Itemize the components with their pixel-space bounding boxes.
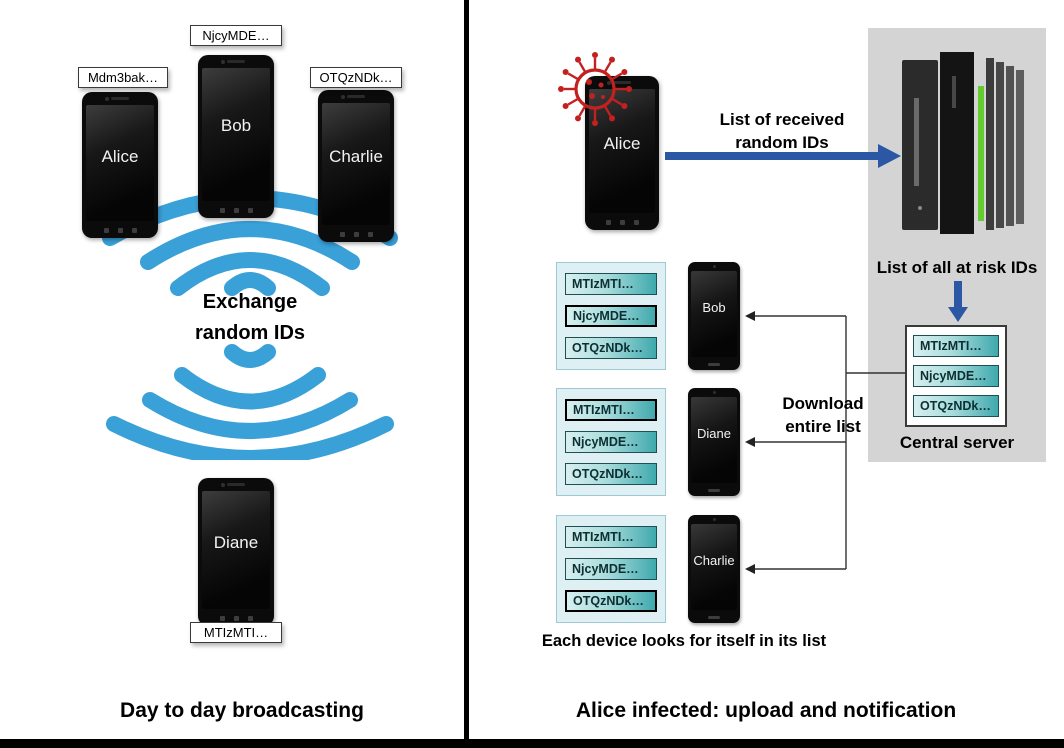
phone-bob-right: Bob	[688, 262, 740, 370]
speaker-icon	[227, 60, 245, 63]
exchange-label-line1: Exchange	[202, 291, 298, 313]
camera-icon	[220, 60, 225, 64]
phone-name-label: Diane	[213, 533, 259, 553]
speaker-icon	[613, 81, 631, 84]
id-chip: OTQzNDk…	[565, 463, 657, 485]
id-chip: NjcyMDE…	[913, 365, 999, 387]
nav-buttons-icon	[198, 616, 274, 621]
nav-buttons-icon	[318, 232, 394, 237]
id-chip: OTQzNDk…	[913, 395, 999, 417]
home-button-icon	[708, 363, 720, 366]
virus-icon	[558, 52, 632, 126]
id-chip: MTIzMTI…	[913, 335, 999, 357]
phone-screen: Charlie	[691, 524, 737, 610]
id-list-panel-bob: MTIzMTI… NjcyMDE… OTQzNDk…	[556, 262, 666, 370]
phone-screen: Bob	[202, 68, 270, 201]
camera-icon	[713, 518, 716, 521]
camera-icon	[340, 95, 345, 99]
phone-screen: Diane	[202, 491, 270, 609]
arrow-down-icon	[948, 281, 968, 322]
diane-id-label: MTIzMTI…	[190, 622, 282, 643]
upload-arrow-label: List of received random IDs	[682, 108, 882, 154]
id-chip: NjcyMDE…	[565, 431, 657, 453]
phone-name-label: Bob	[702, 300, 726, 316]
alice-id-label: Mdm3bak…	[78, 67, 168, 88]
panel-divider	[464, 0, 469, 748]
camera-icon	[713, 391, 716, 394]
download-label: Download entire list	[768, 392, 878, 438]
bob-id-label: NjcyMDE…	[190, 25, 282, 46]
nav-buttons-icon	[198, 208, 274, 213]
nav-buttons-icon	[82, 228, 158, 233]
id-chip-highlighted: NjcyMDE…	[565, 305, 657, 327]
phone-screen: Bob	[691, 271, 737, 357]
exchange-label-line2: random IDs	[194, 322, 306, 344]
bottom-border	[0, 739, 1064, 748]
upload-label-line1: List of received	[719, 110, 845, 129]
speaker-icon	[227, 483, 245, 486]
phone-charlie-right: Charlie	[688, 515, 740, 623]
id-chip: MTIzMTI…	[565, 526, 657, 548]
phone-diane-left: Diane	[198, 478, 274, 626]
speaker-icon	[111, 97, 129, 100]
right-panel-title: Alice infected: upload and notification	[575, 699, 957, 722]
phone-alice-left: Alice	[82, 92, 158, 238]
camera-icon	[220, 483, 225, 487]
exchange-random-ids-label: Exchange random IDs	[140, 287, 360, 349]
id-chip: MTIzMTI…	[565, 273, 657, 295]
id-chip-highlighted: OTQzNDk…	[565, 590, 657, 612]
phone-name-label: Charlie	[693, 553, 735, 569]
download-label-line2: entire list	[785, 417, 861, 436]
server-icon	[902, 52, 1024, 234]
upload-label-line2: random IDs	[735, 133, 829, 152]
phone-diane-right: Diane	[688, 388, 740, 496]
central-server-label: Central server	[899, 433, 1015, 452]
home-button-icon	[708, 616, 720, 619]
phone-screen: Alice	[86, 105, 154, 221]
download-connector-lines	[745, 311, 907, 574]
id-list-panel-diane: MTIzMTI… NjcyMDE… OTQzNDk…	[556, 388, 666, 496]
camera-icon	[607, 81, 612, 85]
id-chip: OTQzNDk…	[565, 337, 657, 359]
phone-screen: Charlie	[322, 103, 390, 225]
camera-icon	[713, 265, 716, 268]
nav-buttons-icon	[585, 220, 659, 225]
download-label-line1: Download	[782, 394, 864, 413]
phone-screen: Alice	[589, 89, 655, 213]
footnote-label: Each device looks for itself in its list	[541, 632, 827, 650]
phone-screen: Diane	[691, 397, 737, 483]
arrow-right-icon	[665, 144, 901, 168]
id-chip: NjcyMDE…	[565, 558, 657, 580]
server-at-risk-list: MTIzMTI… NjcyMDE… OTQzNDk…	[905, 325, 1007, 427]
phone-bob-left: Bob	[198, 55, 274, 218]
phone-name-label: Charlie	[329, 146, 383, 166]
at-risk-label: List of all at risk IDs	[876, 258, 1038, 277]
phone-name-label: Alice	[603, 133, 641, 153]
speaker-icon	[347, 95, 365, 98]
phone-name-label: Diane	[697, 426, 731, 442]
phone-charlie-left: Charlie	[318, 90, 394, 242]
phone-alice-right: Alice	[585, 76, 659, 230]
phone-name-label: Bob	[220, 115, 252, 135]
left-panel-title: Day to day broadcasting	[120, 699, 364, 722]
charlie-id-label: OTQzNDk…	[310, 67, 402, 88]
id-list-panel-charlie: MTIzMTI… NjcyMDE… OTQzNDk…	[556, 515, 666, 623]
camera-icon	[104, 97, 109, 101]
id-chip-highlighted: MTIzMTI…	[565, 399, 657, 421]
home-button-icon	[708, 489, 720, 492]
phone-name-label: Alice	[101, 146, 139, 166]
